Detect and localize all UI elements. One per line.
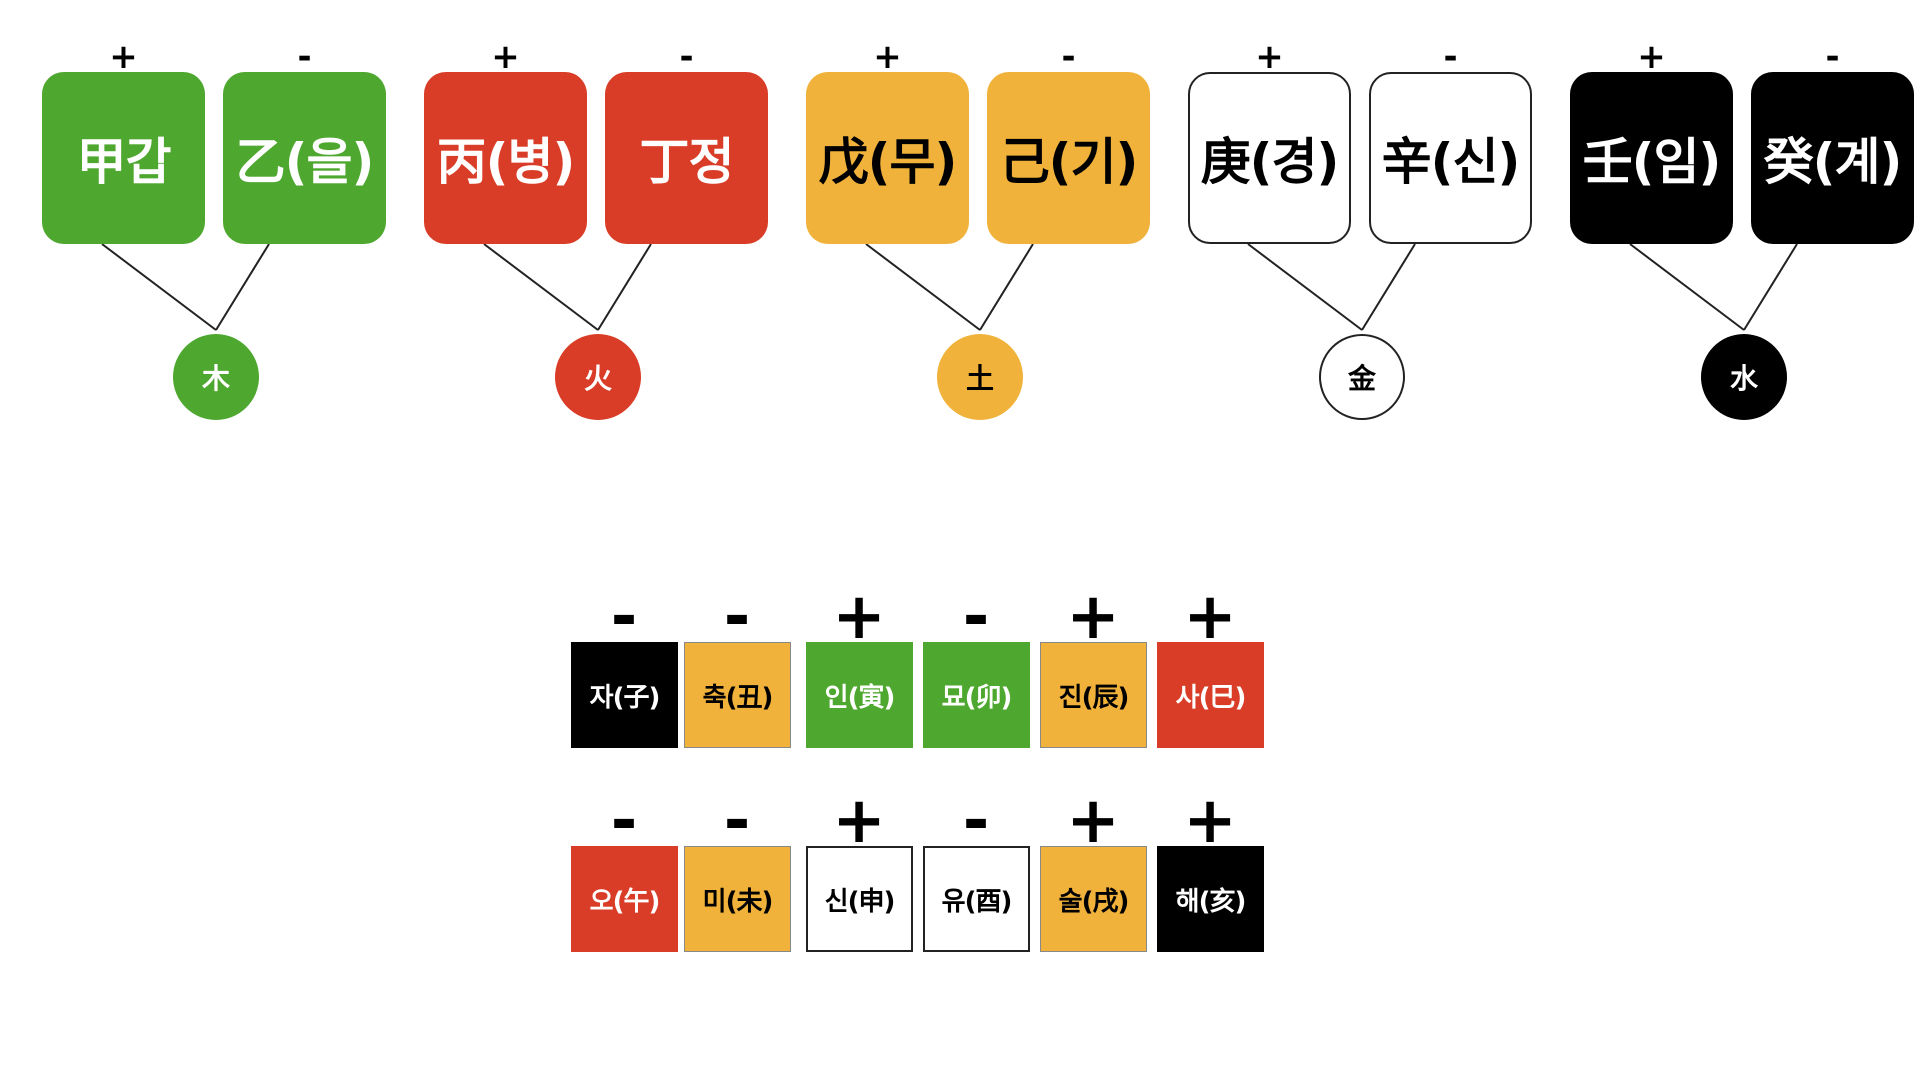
branch-label: 오(午)	[589, 886, 661, 917]
stem-polarity-sign: +	[491, 37, 520, 77]
branch-label: 사(巳)	[1175, 682, 1247, 713]
branch-box: 인(寅)	[806, 642, 913, 748]
branch-label: 술(戌)	[1058, 886, 1130, 917]
stem-label: 庚(경)	[1200, 133, 1340, 191]
branch-label: 신(申)	[824, 886, 896, 917]
element-circle: 火	[555, 334, 641, 420]
stem-polarity-sign: +	[873, 37, 902, 77]
branch-polarity-sign: -	[723, 784, 751, 858]
branch-polarity-sign: -	[723, 580, 751, 654]
stem-polarity-sign: -	[1443, 37, 1458, 77]
branch-label: 축(丑)	[702, 682, 774, 713]
element-label: 火	[583, 362, 612, 395]
element-label: 水	[1729, 362, 1758, 395]
branch-box: 진(辰)	[1040, 642, 1147, 748]
connector-line	[1361, 243, 1416, 331]
stem-box: 丙(병)	[424, 72, 587, 244]
stem-label: 丙(병)	[436, 133, 576, 191]
stem-polarity-sign: -	[1061, 37, 1076, 77]
stem-label: 丁정	[639, 133, 735, 191]
stem-polarity-sign: -	[679, 37, 694, 77]
stem-polarity-sign: +	[1637, 37, 1666, 77]
element-circle: 水	[1701, 334, 1787, 420]
branch-label: 해(亥)	[1175, 886, 1247, 917]
stem-polarity-sign: +	[109, 37, 138, 77]
stem-box: 癸(계)	[1751, 72, 1914, 244]
element-label: 金	[1347, 362, 1376, 395]
branch-label: 자(子)	[589, 682, 661, 713]
connector-line	[979, 243, 1034, 331]
branch-polarity-sign: +	[832, 580, 886, 654]
stem-label: 己(기)	[999, 133, 1139, 191]
element-circle: 金	[1319, 334, 1405, 420]
stem-polarity-sign: -	[1825, 37, 1840, 77]
stem-label: 辛(신)	[1381, 133, 1521, 191]
stem-box: 辛(신)	[1369, 72, 1532, 244]
stem-polarity-sign: -	[297, 37, 312, 77]
branch-polarity-sign: -	[610, 580, 638, 654]
branch-polarity-sign: -	[610, 784, 638, 858]
connector-line	[865, 243, 981, 331]
connector-line	[1247, 243, 1363, 331]
stem-label: 乙(을)	[235, 133, 375, 191]
connector-line	[597, 243, 652, 331]
branch-polarity-sign: -	[962, 580, 990, 654]
connector-line	[215, 243, 270, 331]
branch-box: 자(子)	[571, 642, 678, 748]
branch-box: 미(未)	[684, 846, 791, 952]
branch-box: 술(戌)	[1040, 846, 1147, 952]
stem-polarity-sign: +	[1255, 37, 1284, 77]
branch-polarity-sign: +	[832, 784, 886, 858]
stem-box: 乙(을)	[223, 72, 386, 244]
branch-polarity-sign: -	[962, 784, 990, 858]
branch-label: 유(酉)	[941, 886, 1013, 917]
branch-polarity-sign: +	[1183, 580, 1237, 654]
stem-label: 壬(임)	[1582, 133, 1722, 191]
branch-label: 묘(卯)	[941, 682, 1013, 713]
branch-label: 진(辰)	[1058, 682, 1130, 713]
branch-box: 묘(卯)	[923, 642, 1030, 748]
stem-box: 戊(무)	[806, 72, 969, 244]
element-circle: 木	[173, 334, 259, 420]
stem-label: 戊(무)	[818, 133, 958, 191]
branch-polarity-sign: +	[1066, 580, 1120, 654]
element-circle: 土	[937, 334, 1023, 420]
stem-label: 癸(계)	[1763, 133, 1903, 191]
branch-box: 유(酉)	[923, 846, 1030, 952]
branch-box: 사(巳)	[1157, 642, 1264, 748]
branch-box: 해(亥)	[1157, 846, 1264, 952]
stem-box: 丁정	[605, 72, 768, 244]
branch-polarity-sign: +	[1183, 784, 1237, 858]
branch-label: 인(寅)	[824, 682, 896, 713]
stem-label: 甲갑	[76, 133, 172, 191]
stem-box: 壬(임)	[1570, 72, 1733, 244]
stem-box: 庚(경)	[1188, 72, 1351, 244]
branch-box: 신(申)	[806, 846, 913, 952]
element-label: 木	[201, 362, 230, 395]
stem-box: 甲갑	[42, 72, 205, 244]
branch-label: 미(未)	[702, 886, 774, 917]
connector-line	[1743, 243, 1798, 331]
element-label: 土	[965, 362, 994, 395]
connector-line	[1629, 243, 1745, 331]
branch-polarity-sign: +	[1066, 784, 1120, 858]
branch-box: 오(午)	[571, 846, 678, 952]
connector-line	[101, 243, 217, 331]
branch-box: 축(丑)	[684, 642, 791, 748]
connector-line	[483, 243, 599, 331]
stem-box: 己(기)	[987, 72, 1150, 244]
